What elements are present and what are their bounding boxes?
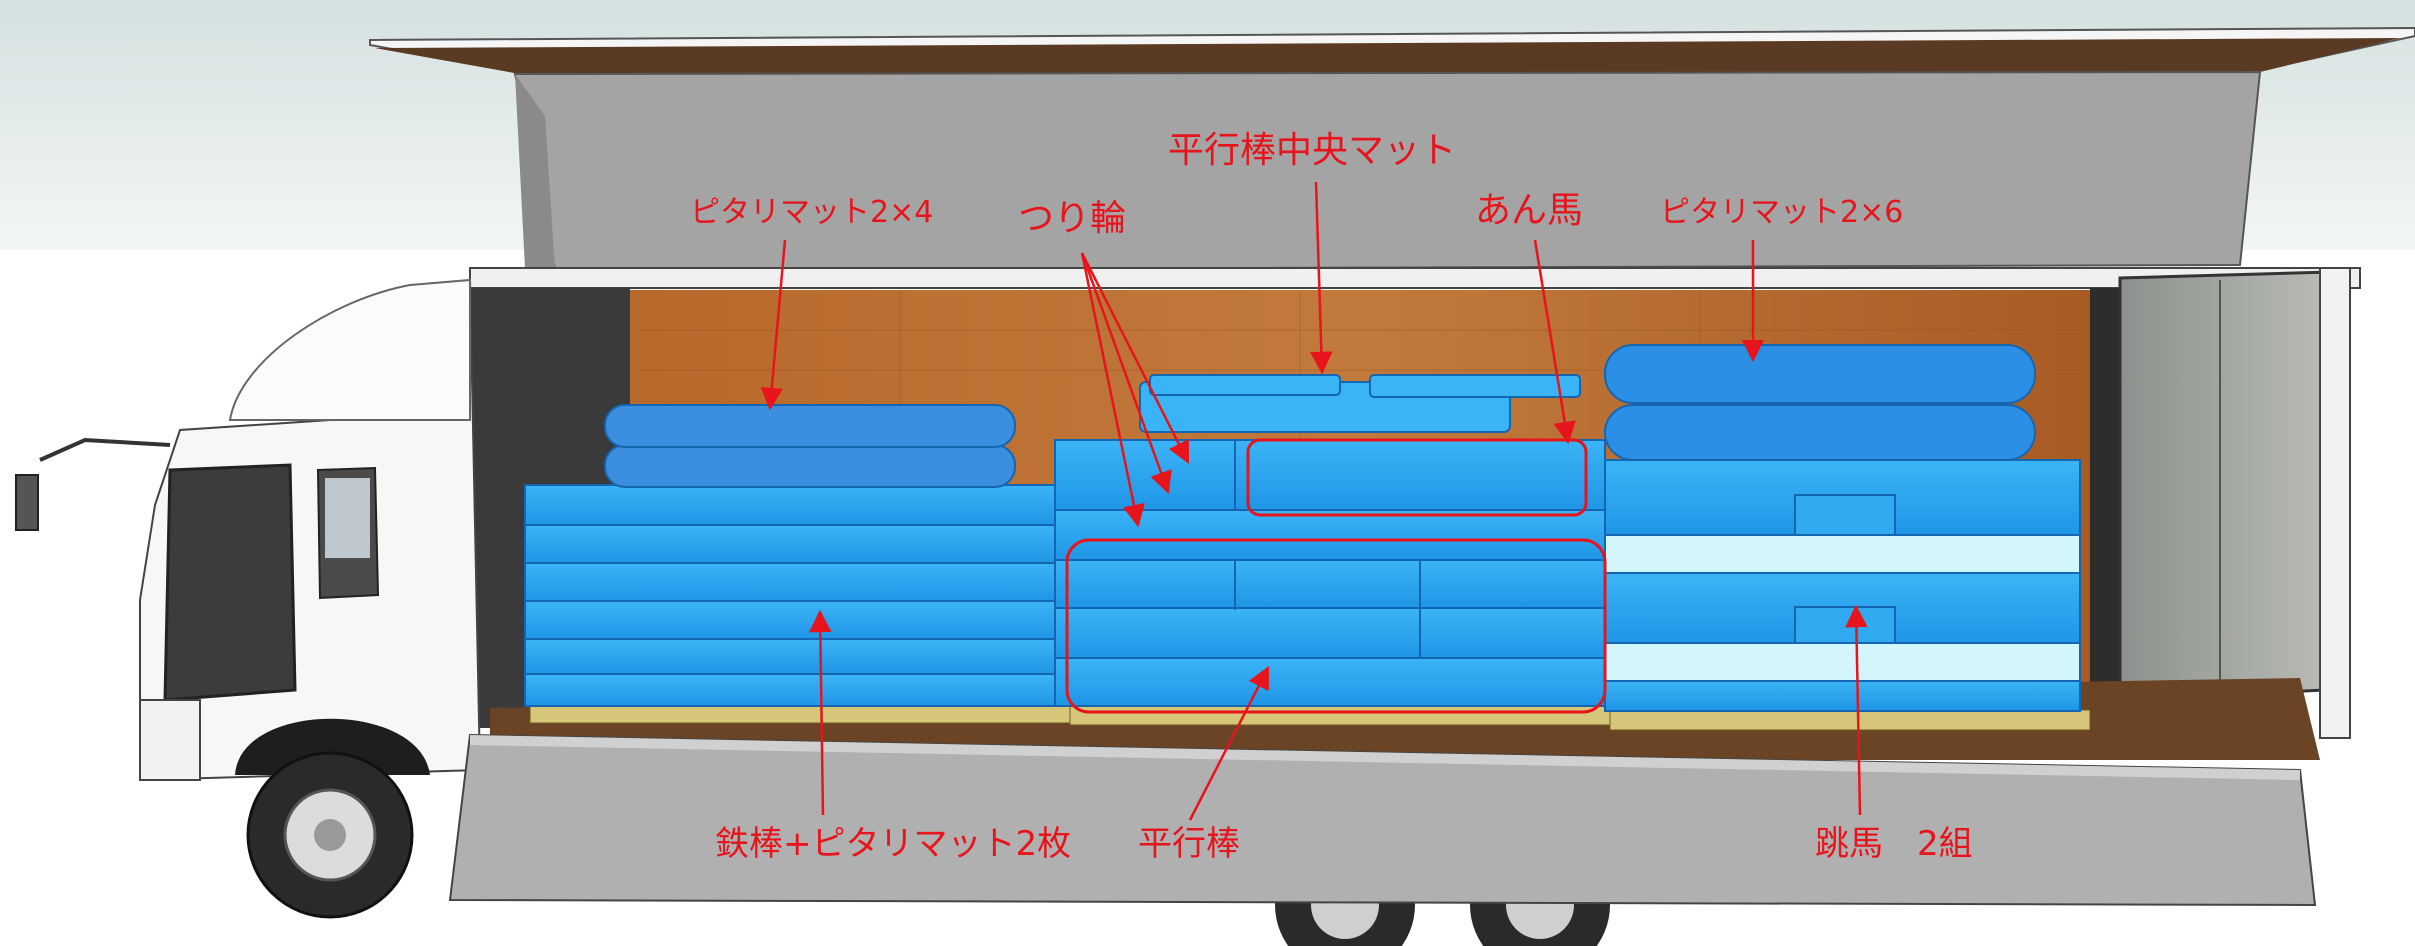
- label-heikoubou-center-mat: 平行棒中央マット: [1168, 130, 1456, 171]
- arrow-tsuriwa-2: [1080, 252, 1172, 495]
- mat-stack-right: [1604, 459, 2081, 712]
- arrow-heikoubou: [1188, 665, 1270, 821]
- arrow-tetsubou: [809, 609, 832, 816]
- label-chouba: 跳馬 2組: [1815, 824, 1973, 864]
- arrow-pitari-2x4: [760, 239, 787, 411]
- truck-cab: [15, 278, 482, 919]
- label-tsuriwa: つり輪: [1018, 198, 1126, 239]
- label-tetsubou-pitari: 鉄棒+ピタリマット2枚: [715, 824, 1071, 864]
- arrow-center-mat: [1310, 181, 1333, 375]
- pitari-mat-2x6: [1604, 344, 2036, 461]
- truck-side-panel: [448, 733, 2317, 946]
- heikoubou-highlight-box: [1065, 538, 1607, 714]
- label-anba: あん馬: [1475, 190, 1583, 231]
- arrow-chouba: [1845, 604, 1868, 816]
- arrow-tsuriwa-3: [1080, 252, 1145, 528]
- pitari-mat-2x4: [604, 404, 1016, 488]
- label-heikoubou: 平行棒: [1138, 824, 1240, 864]
- heikoubou-center-mat: [1139, 374, 1581, 433]
- label-pitari-2x4: ピタリマット2×4: [690, 195, 933, 230]
- arrow-tsuriwa-1: [1080, 252, 1190, 465]
- anba-highlight-box: [1246, 438, 1588, 517]
- truck-wing-roof: [369, 26, 2415, 272]
- mat-stack-left: [524, 484, 1056, 707]
- pallets: [529, 704, 2091, 731]
- arrow-anba: [1533, 239, 1576, 445]
- annotation-arrows: [760, 181, 1868, 821]
- label-pitari-2x6: ピタリマット2×6: [1660, 195, 1903, 230]
- mat-stack-center: [1054, 439, 1606, 707]
